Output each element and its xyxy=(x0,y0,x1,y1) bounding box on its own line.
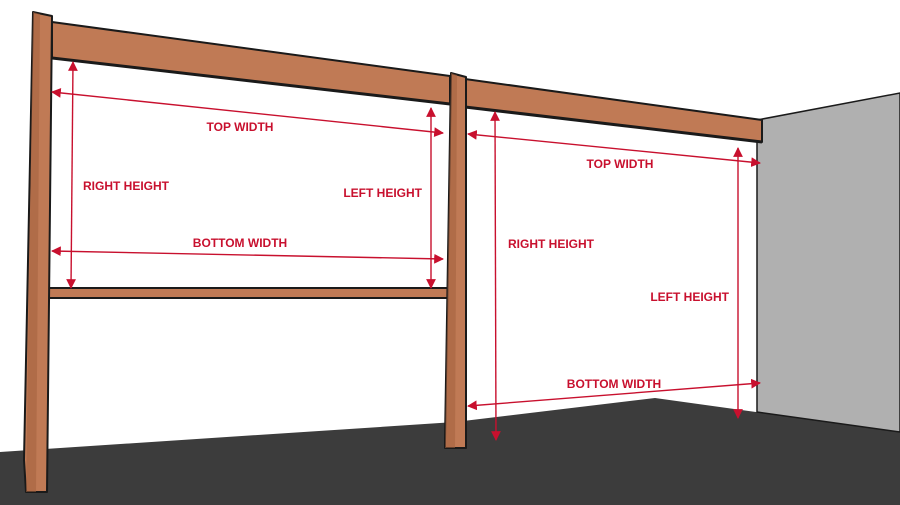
left-top-width-label: TOP WIDTH xyxy=(207,120,274,134)
right-right-height-label: RIGHT HEIGHT xyxy=(508,237,595,251)
side-wall xyxy=(756,92,900,433)
left-bottom-width-line xyxy=(51,246,444,264)
right-top-width-label: TOP WIDTH xyxy=(587,157,654,171)
center-post-side xyxy=(445,73,457,448)
right-right-height-line xyxy=(490,111,501,441)
left-header-beam xyxy=(51,21,451,105)
floor xyxy=(0,398,900,505)
left-left-height-label: LEFT HEIGHT xyxy=(343,186,422,200)
right-bottom-width-line xyxy=(467,378,761,411)
left-right-height-label: RIGHT HEIGHT xyxy=(83,179,170,193)
right-top-width-line xyxy=(467,129,761,168)
left-right-height-line xyxy=(66,61,78,289)
left-post-side xyxy=(26,12,40,492)
right-header-beam xyxy=(464,78,763,143)
middle-rail xyxy=(47,287,453,299)
left-top-width-line xyxy=(51,88,444,137)
right-bottom-width-label: BOTTOM WIDTH xyxy=(567,377,661,391)
right-left-height-label: LEFT HEIGHT xyxy=(650,290,729,304)
left-bottom-width-label: BOTTOM WIDTH xyxy=(193,236,287,250)
